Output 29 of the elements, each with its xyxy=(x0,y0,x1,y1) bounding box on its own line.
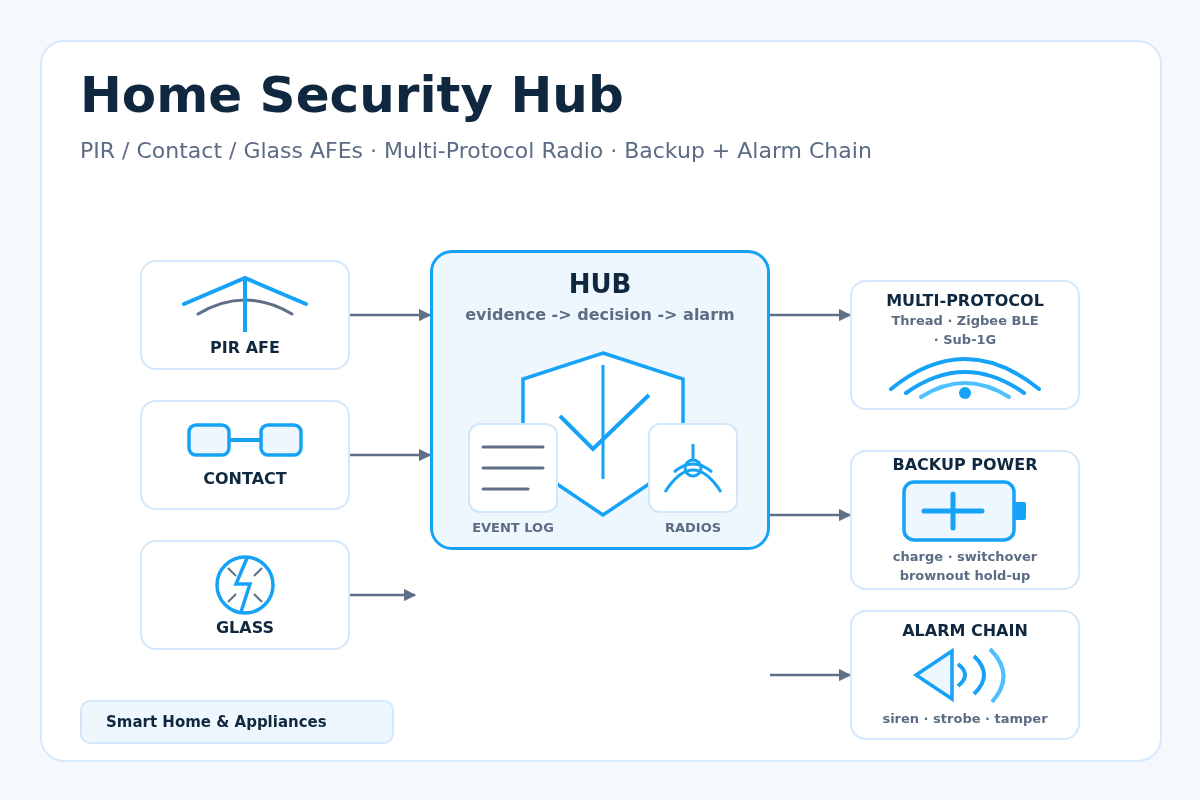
output-card xyxy=(850,450,1080,590)
sensor-card xyxy=(140,400,350,510)
node-title: HUB xyxy=(568,269,632,299)
output-card xyxy=(850,610,1080,740)
arrow xyxy=(350,308,432,322)
node-description: Thread · Zigbee BLE · Sub-1G xyxy=(890,311,1040,349)
arrow xyxy=(770,308,852,322)
node-title: CONTACT xyxy=(203,468,287,488)
footer-badge: Smart Home & Appliances xyxy=(80,700,394,744)
subtitle: PIR / Contact / Glass AFEs · Multi-Protocol Radio · Backup + Alarm Chain xyxy=(80,138,872,163)
node-title: PIR AFE xyxy=(210,337,280,357)
node-description: charge · switchover brownout hold-up xyxy=(891,547,1039,585)
node-title: BACKUP POWER xyxy=(892,454,1038,474)
arrow xyxy=(350,588,417,602)
arrow xyxy=(770,668,852,682)
node-title: GLASS xyxy=(215,617,274,637)
sensor-card xyxy=(140,260,350,370)
arrow xyxy=(770,508,852,522)
node-title: MULTI-PROTOCOL xyxy=(886,290,1044,310)
node-title: ALARM CHAIN xyxy=(902,621,1028,641)
node-label: EVENT LOG xyxy=(471,519,555,537)
sensor-card xyxy=(140,540,350,650)
node-label: RADIOS xyxy=(663,519,723,537)
hub-panel xyxy=(430,250,770,550)
arrow xyxy=(350,448,432,462)
node-description: siren · strobe · tamper xyxy=(882,710,1048,729)
node-description: evidence -> decision -> alarm xyxy=(465,304,735,326)
title: Home Security Hub xyxy=(80,66,624,124)
output-card xyxy=(850,280,1080,410)
